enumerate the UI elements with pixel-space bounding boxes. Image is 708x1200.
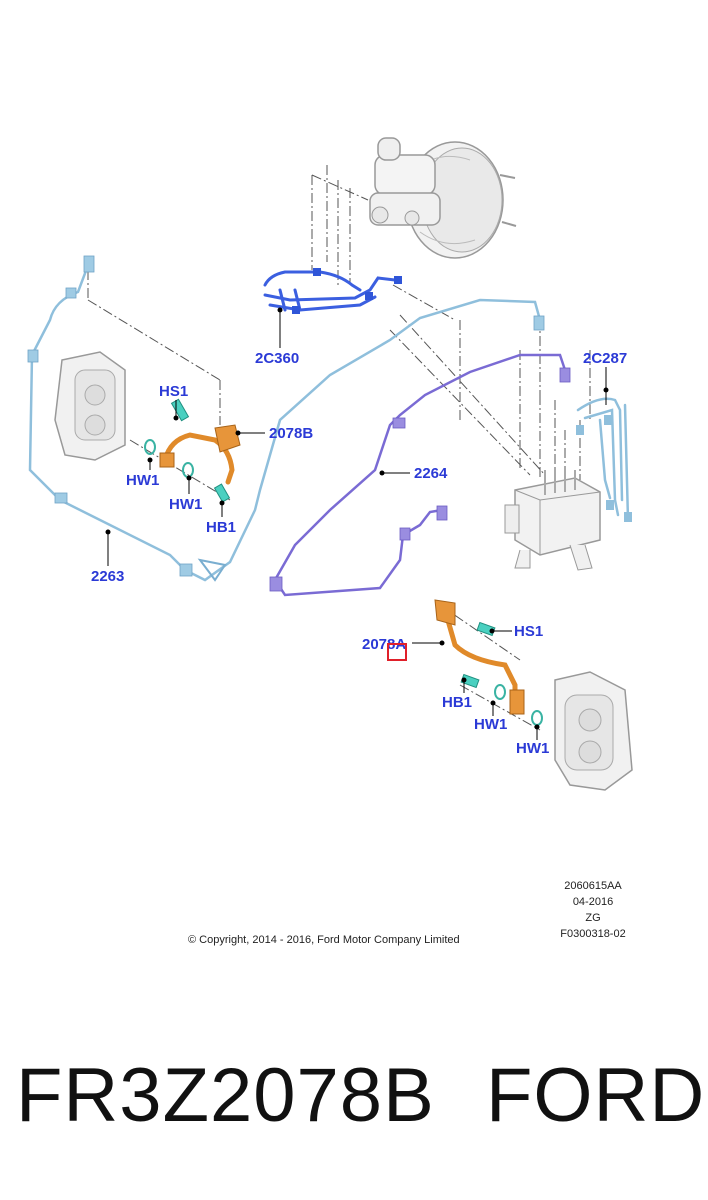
- abs-module: [504, 468, 601, 571]
- tube-fittings-2c360: [292, 268, 402, 314]
- part-number: FR3Z2078B: [16, 1053, 435, 1138]
- brake-tube-2c360: [263, 270, 397, 312]
- tube-fittings-2c287: [576, 415, 632, 522]
- master-cylinder: [369, 137, 441, 226]
- tube-fittings-2263: [27, 255, 545, 582]
- callout-2078a: 2078A: [362, 636, 407, 653]
- callout-hb1-right: HB1: [442, 694, 473, 711]
- copyright-notice: © Copyright, 2014 - 2016, Ford Motor Com…: [188, 934, 460, 946]
- brake-hose-2078a: [434, 599, 543, 726]
- dashed-leader-lines: [87, 165, 591, 731]
- callout-2078b: 2078B: [269, 425, 314, 442]
- meta-date: 04-2016: [572, 896, 614, 908]
- brake-hose-2078b: [144, 398, 241, 503]
- meta-illustration-id: 2060615AA: [564, 880, 622, 892]
- illustration-metadata: 2060615AA 04-2016 ZG F0300318-02: [548, 878, 638, 942]
- brand-name: FORD: [486, 1053, 706, 1138]
- callout-hs1-left: HS1: [159, 383, 189, 400]
- callout-hw1-left-a: HW1: [126, 472, 160, 489]
- callout-hw1-right-b: HW1: [516, 740, 550, 757]
- callout-2c360: 2C360: [255, 350, 300, 367]
- callout-dots: [105, 307, 609, 730]
- brake-tube-2c287: [576, 397, 630, 522]
- meta-code: ZG: [585, 912, 601, 924]
- meta-figure-id: F0300318-02: [560, 928, 626, 940]
- highlight-box: [387, 643, 407, 661]
- tube-fittings-2264: [269, 367, 571, 592]
- callout-hw1-right-a: HW1: [474, 716, 508, 733]
- right-brake-caliper: [554, 671, 633, 791]
- callout-hs1-right: HS1: [514, 623, 544, 640]
- brake-lines-diagram: [27, 137, 633, 791]
- callout-hb1-left: HB1: [206, 519, 237, 536]
- left-brake-caliper: [54, 351, 126, 461]
- callout-2c287: 2C287: [583, 350, 628, 367]
- callout-2264: 2264: [414, 465, 448, 482]
- callout-2263: 2263: [91, 568, 125, 585]
- callout-hw1-left-b: HW1: [169, 496, 203, 513]
